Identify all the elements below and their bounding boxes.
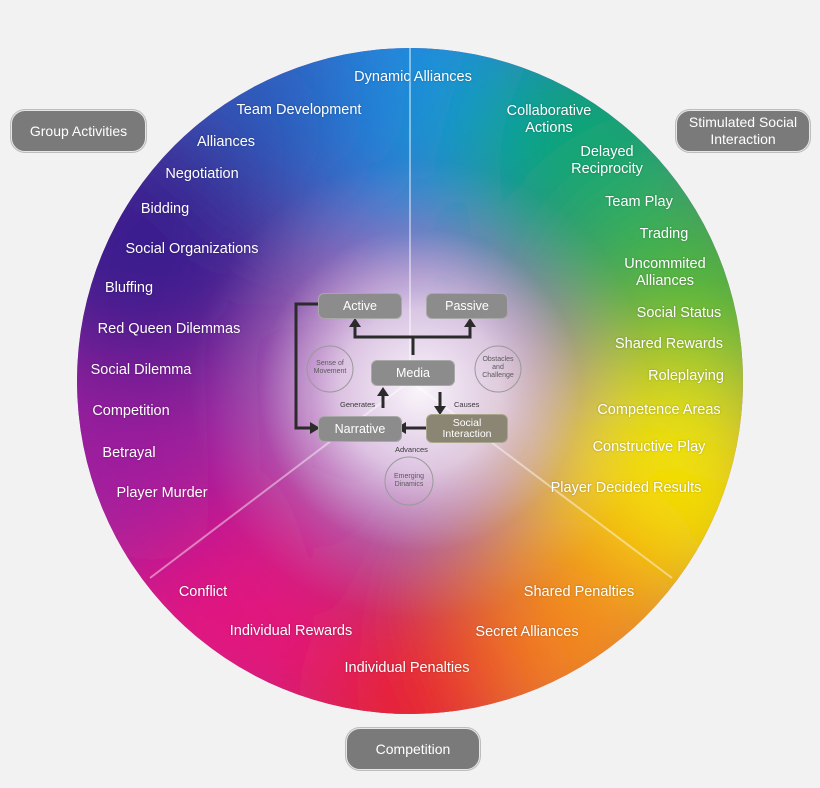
label-social-status: Social Status	[636, 305, 722, 321]
label-roleplaying: Roleplaying	[648, 368, 724, 384]
label-team-play: Team Play	[605, 194, 673, 210]
label-individual-rewards: Individual Rewards	[229, 623, 353, 639]
label-alliances: Alliances	[196, 134, 256, 150]
competition-badge: Competition	[346, 728, 480, 770]
label-bluffing: Bluffing	[104, 280, 154, 296]
label-team-development: Team Development	[236, 102, 362, 118]
label-trading: Trading	[639, 226, 689, 242]
label-dynamic-alliances: Dynamic Alliances	[354, 69, 472, 85]
label-secret-alliances: Secret Alliances	[475, 624, 579, 640]
label-social-organizations: Social Organizations	[125, 241, 259, 257]
label-betrayal: Betrayal	[102, 445, 156, 461]
label-social-dilemma: Social Dilemma	[90, 362, 192, 378]
emerging-dinamics-circle	[384, 456, 434, 506]
label-competence-areas: Competence Areas	[597, 402, 721, 418]
node-narrative: Narrative	[318, 416, 402, 442]
label-constructive-play: Constructive Play	[592, 439, 706, 455]
label-individual-penalties: Individual Penalties	[344, 660, 470, 676]
node-passive: Passive	[426, 293, 508, 319]
node-active: Active	[318, 293, 402, 319]
label-uncommited-alliances: Uncommited Alliances	[624, 256, 706, 289]
obstacles-circle	[474, 345, 522, 393]
node-media: Media	[371, 360, 455, 386]
label-competition: Competition	[92, 403, 170, 419]
obstacles-and-challenge-label: Obstacles and Challenge	[482, 356, 514, 379]
label-player-decided-results: Player Decided Results	[550, 480, 702, 496]
stimulated-social-interaction-badge: Stimulated Social Interaction	[676, 110, 810, 152]
center-flow-lines	[294, 302, 472, 430]
label-shared-penalties: Shared Penalties	[523, 584, 635, 600]
label-player-murder: Player Murder	[116, 485, 208, 501]
emerging-dinamics-label: Emerging Dinamics	[394, 473, 424, 488]
sense-of-movement-label: Sense of Movement	[313, 360, 347, 375]
node-social-interaction: Social Interaction	[426, 414, 508, 443]
label-collaborative-actions: Collaborative Actions	[506, 103, 592, 136]
group-activities-badge: Group Activities	[11, 110, 146, 152]
label-negotiation: Negotiation	[165, 166, 239, 182]
label-shared-rewards: Shared Rewards	[615, 336, 723, 352]
causes-label: Causes	[454, 400, 480, 409]
label-red-queen-dilemmas: Red Queen Dilemmas	[97, 321, 241, 337]
label-conflict: Conflict	[178, 584, 228, 600]
advances-label: Advances	[395, 445, 428, 454]
sense-of-movement-circle	[306, 345, 354, 393]
label-bidding: Bidding	[140, 201, 190, 217]
label-delayed-reciprocity: Delayed Reciprocity	[571, 144, 643, 177]
generates-label: Generates	[340, 400, 376, 409]
